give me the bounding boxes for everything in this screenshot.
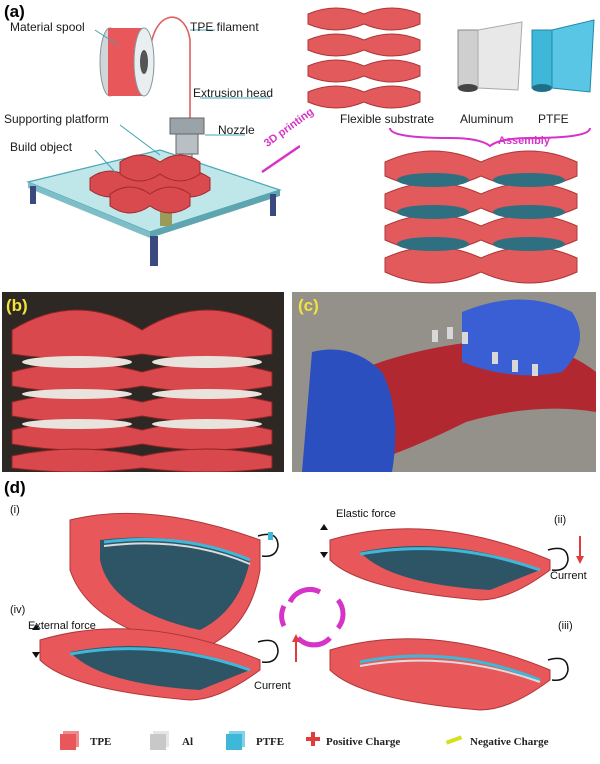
panel-a-label: (a) [4,2,25,21]
extrusion-head-label: Extrusion head [193,86,274,100]
step-i-label: (i) [10,504,20,516]
cycle-arrows-icon [279,587,346,648]
step-iv-label: (iv) [10,604,26,616]
spool-icon [99,27,155,97]
negative-charge-icon [445,735,463,745]
panel-c-label: (c) [298,296,319,315]
ptfe-swatch-icon [226,734,242,750]
elastic-force-label: Elastic force [336,508,396,520]
assembled-stack-icon [384,150,578,284]
ptfe-roll-icon [531,19,595,93]
current-ii-label: Current [550,570,587,582]
panel-b-photo [2,292,284,472]
aluminum-label: Aluminum [460,112,514,126]
tpe-filament-label: TPE filament [190,20,259,34]
legend: TPE Al PTFE Positive Charge Negative Cha… [0,728,600,758]
current-iv-label: Current [254,680,291,692]
nozzle-label: Nozzle [218,123,255,137]
build-object-label: Build object [10,140,73,154]
state-i-device [69,512,279,651]
flexible-substrate-label: Flexible substrate [340,112,435,126]
legend-ptfe: PTFE [256,736,285,748]
flexible-substrate-illustration [307,7,595,284]
supporting-platform-label: Supporting platform [4,112,109,126]
legend-al: Al [182,736,193,748]
state-iii-device [329,638,569,711]
ptfe-label: PTFE [538,112,569,126]
printer-illustration [26,16,300,266]
panel-d-label: (d) [4,478,26,497]
panel-c-photo [292,292,596,472]
state-iv-device [39,628,300,701]
substrate-stack-icon [307,7,421,109]
assembly-brace [389,127,591,148]
step-iii-label: (iii) [558,620,573,632]
aluminum-roll-icon [457,21,523,92]
tpe-swatch-icon [60,734,76,750]
panel-b-label: (b) [6,296,28,315]
elastic-force-arrows [320,524,328,558]
filament-line [149,16,191,120]
printing-arrow [261,144,300,174]
legend-positive: Positive Charge [326,736,401,748]
legend-negative: Negative Charge [470,736,549,748]
positive-charge-icon [306,732,320,746]
assembly-label: Assembly [498,135,550,147]
mechanism-illustration [32,512,584,711]
external-force-label: External force [28,620,96,632]
material-spool-label: Material spool [10,20,85,34]
state-ii-device [329,528,584,601]
build-object-icon [89,154,211,214]
external-force-arrows [32,624,40,658]
legend-tpe: TPE [90,736,112,748]
step-ii-label: (ii) [554,514,567,526]
al-swatch-icon [150,734,166,750]
